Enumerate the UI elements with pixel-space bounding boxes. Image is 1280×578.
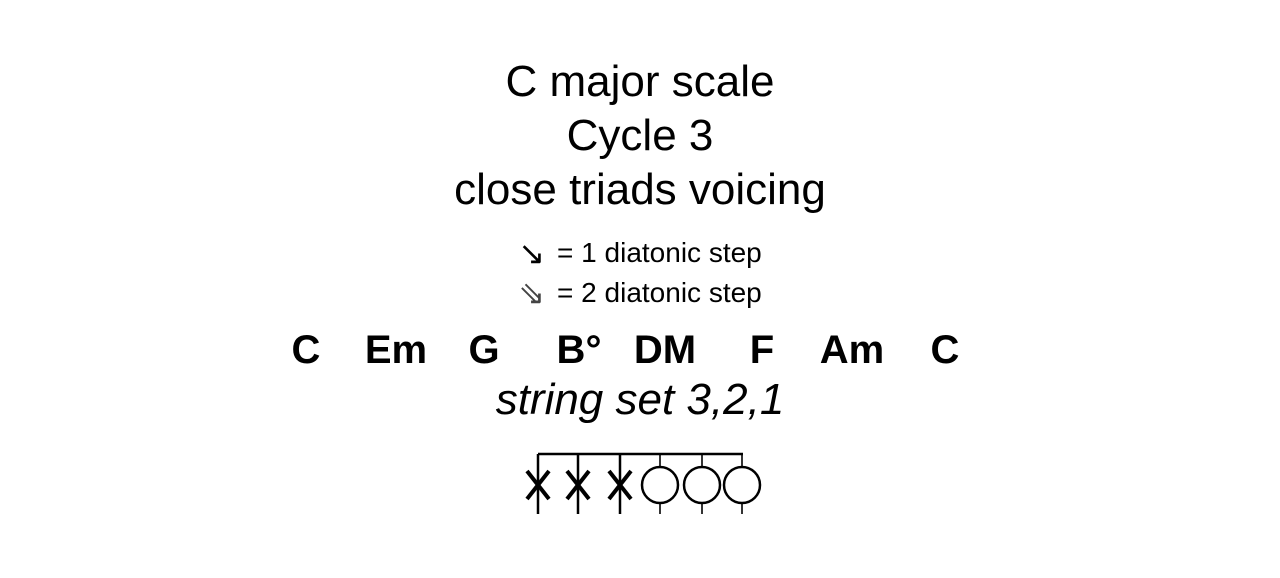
single-diagonal-arrow-icon: ↘ — [518, 235, 546, 271]
legend-label-double-step: = 2 diatonic step — [557, 277, 762, 308]
chord-label: C — [291, 328, 321, 372]
chord-label: Am — [819, 328, 885, 372]
chord-label: F — [749, 328, 775, 372]
diagram-subtitle-voicing: close triads voicing — [454, 165, 826, 214]
open-circle-icon — [640, 465, 680, 505]
diagram-subtitle-cycle: Cycle 3 — [566, 111, 714, 160]
open-circle-icon — [682, 465, 722, 505]
chord-label: DM — [633, 328, 697, 372]
legend-item-single-step: ↘ = 1 diatonic step — [0, 236, 1280, 270]
chord-label: Em — [364, 328, 428, 372]
x-mute-icon — [607, 469, 633, 501]
double-diagonal-arrow-icon: ⇘ — [518, 275, 546, 311]
chord-label: G — [468, 328, 500, 372]
chord-label: C — [930, 328, 960, 372]
legend-label-single-step: = 1 diatonic step — [557, 237, 762, 268]
x-mute-icon — [565, 469, 591, 501]
chord-label: B° — [556, 328, 602, 372]
string-set-label: string set 3,2,1 — [495, 375, 785, 424]
diagram-title: C major scale — [505, 57, 775, 106]
legend-item-double-step: ⇘ = 2 diatonic step — [0, 276, 1280, 310]
x-mute-icon — [525, 469, 551, 501]
open-circle-icon — [722, 465, 762, 505]
